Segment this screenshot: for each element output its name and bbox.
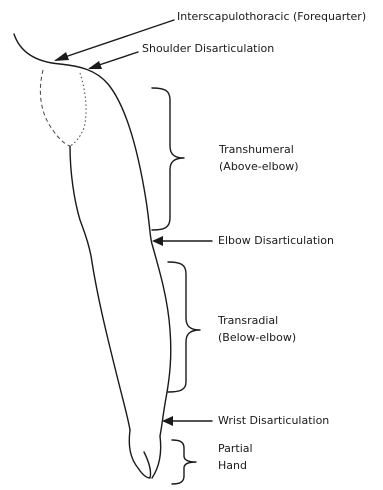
shoulder-cut-line [70,73,86,146]
label-transradial: Transradial [218,313,278,329]
arrow-shoulder [88,52,138,69]
arrow-elbow [152,236,212,246]
label-forequarter: Interscapulothoracic (Forequarter) [177,9,366,25]
label-hand: Hand [218,458,247,474]
hand-outline [129,430,160,478]
label-below-elbow: (Below-elbow) [218,330,296,346]
label-shoulder-disarticulation: Shoulder Disarticulation [142,41,274,57]
arm-inner-contour [70,146,130,430]
brace-partial-hand [172,440,196,484]
label-above-elbow: (Above-elbow) [219,159,299,175]
label-transhumeral: Transhumeral [219,142,294,158]
brace-transhumeral [152,88,184,230]
arm-outer-contour [14,34,171,436]
label-elbow-disarticulation: Elbow Disarticulation [218,233,334,249]
label-partial: Partial [218,441,253,457]
brace-transradial [168,262,200,392]
arrow-wrist [162,416,212,426]
forequarter-cut-line [40,70,70,146]
label-wrist-disarticulation: Wrist Disarticulation [218,413,329,429]
